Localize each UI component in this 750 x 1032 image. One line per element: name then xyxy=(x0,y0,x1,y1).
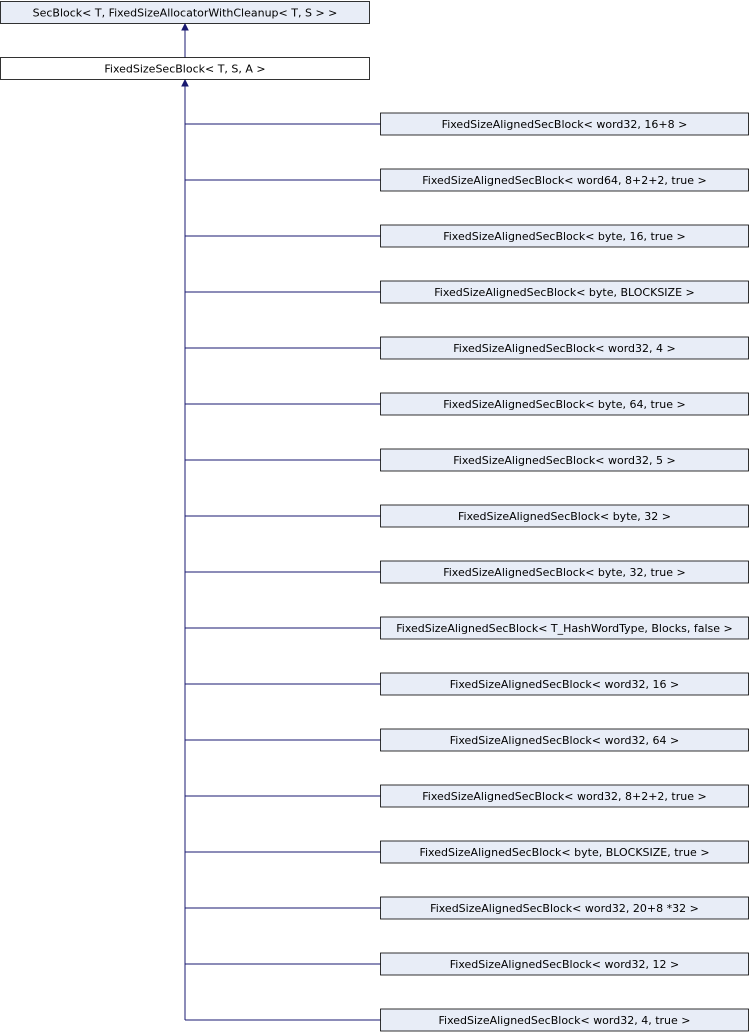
derived-class-label: FixedSizeAlignedSecBlock< byte, 32 > xyxy=(458,510,671,523)
derived-class-label: FixedSizeAlignedSecBlock< word32, 64 > xyxy=(450,734,679,747)
derived-class-node[interactable]: FixedSizeAlignedSecBlock< byte, BLOCKSIZ… xyxy=(380,280,749,304)
derived-class-node[interactable]: FixedSizeAlignedSecBlock< word32, 8+2+2,… xyxy=(380,784,749,808)
derived-class-label: FixedSizeAlignedSecBlock< word32, 8+2+2,… xyxy=(422,790,706,803)
derived-class-label: FixedSizeAlignedSecBlock< word32, 20+8 *… xyxy=(430,902,699,915)
derived-class-node[interactable]: FixedSizeAlignedSecBlock< word32, 16 > xyxy=(380,672,749,696)
current-class-label: FixedSizeSecBlock< T, S, A > xyxy=(104,63,265,76)
derived-class-label: FixedSizeAlignedSecBlock< word32, 12 > xyxy=(450,958,679,971)
derived-class-node[interactable]: FixedSizeAlignedSecBlock< T_HashWordType… xyxy=(380,616,749,640)
derived-class-node[interactable]: FixedSizeAlignedSecBlock< word32, 4, tru… xyxy=(380,1008,749,1032)
base-class-label: SecBlock< T, FixedSizeAllocatorWithClean… xyxy=(33,7,338,20)
base-edge-arrowhead xyxy=(181,22,189,31)
derived-class-node[interactable]: FixedSizeAlignedSecBlock< byte, 32, true… xyxy=(380,560,749,584)
derived-class-node[interactable]: FixedSizeAlignedSecBlock< byte, 16, true… xyxy=(380,224,749,248)
derived-class-label: FixedSizeAlignedSecBlock< byte, 32, true… xyxy=(443,566,686,579)
derived-class-node[interactable]: FixedSizeAlignedSecBlock< word32, 4 > xyxy=(380,336,749,360)
derived-class-label: FixedSizeAlignedSecBlock< word32, 5 > xyxy=(453,454,675,467)
derived-class-node[interactable]: FixedSizeAlignedSecBlock< word32, 5 > xyxy=(380,448,749,472)
derived-class-label: FixedSizeAlignedSecBlock< byte, 16, true… xyxy=(443,230,686,243)
derived-classes: FixedSizeAlignedSecBlock< word32, 16+8 >… xyxy=(380,112,749,1032)
current-class-node: FixedSizeSecBlock< T, S, A > xyxy=(0,57,370,80)
derived-class-node[interactable]: FixedSizeAlignedSecBlock< byte, BLOCKSIZ… xyxy=(380,840,749,864)
derived-class-label: FixedSizeAlignedSecBlock< T_HashWordType… xyxy=(396,622,733,635)
derived-class-node[interactable]: FixedSizeAlignedSecBlock< word64, 8+2+2,… xyxy=(380,168,749,192)
derived-class-label: FixedSizeAlignedSecBlock< word32, 4, tru… xyxy=(439,1014,691,1027)
derived-class-node[interactable]: FixedSizeAlignedSecBlock< word32, 64 > xyxy=(380,728,749,752)
current-edge-arrowhead xyxy=(181,78,189,87)
derived-class-label: FixedSizeAlignedSecBlock< word32, 4 > xyxy=(453,342,675,355)
derived-class-label: FixedSizeAlignedSecBlock< word32, 16 > xyxy=(450,678,679,691)
derived-class-label: FixedSizeAlignedSecBlock< word32, 16+8 > xyxy=(442,118,688,131)
derived-class-node[interactable]: FixedSizeAlignedSecBlock< byte, 32 > xyxy=(380,504,749,528)
derived-class-node[interactable]: FixedSizeAlignedSecBlock< word32, 20+8 *… xyxy=(380,896,749,920)
base-class-node[interactable]: SecBlock< T, FixedSizeAllocatorWithClean… xyxy=(0,1,370,24)
derived-class-label: FixedSizeAlignedSecBlock< byte, BLOCKSIZ… xyxy=(434,286,695,299)
derived-class-label: FixedSizeAlignedSecBlock< word64, 8+2+2,… xyxy=(422,174,706,187)
derived-class-label: FixedSizeAlignedSecBlock< byte, BLOCKSIZ… xyxy=(419,846,709,859)
derived-class-node[interactable]: FixedSizeAlignedSecBlock< word32, 12 > xyxy=(380,952,749,976)
derived-class-node[interactable]: FixedSizeAlignedSecBlock< word32, 16+8 > xyxy=(380,112,749,136)
derived-class-node[interactable]: FixedSizeAlignedSecBlock< byte, 64, true… xyxy=(380,392,749,416)
derived-class-label: FixedSizeAlignedSecBlock< byte, 64, true… xyxy=(443,398,686,411)
inheritance-edges xyxy=(181,22,381,1021)
